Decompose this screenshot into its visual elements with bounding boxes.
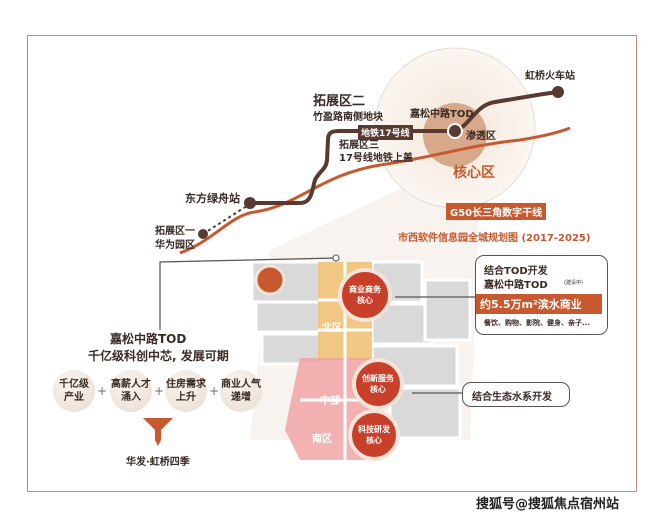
callout-detail: 餐饮、购物、影院、健身、亲子... xyxy=(484,319,590,327)
middle-label: 中部 xyxy=(320,396,340,407)
metro-line-17 xyxy=(250,90,559,205)
frame xyxy=(27,35,637,492)
g50-line xyxy=(179,126,571,255)
expansion3-sub: 17号线地铁上盖 xyxy=(339,153,413,164)
south-label: 南区 xyxy=(312,434,332,445)
eco-text: 结合生态水系开发 xyxy=(472,392,552,403)
result-label: 华发·虹桥四季 xyxy=(126,457,190,468)
penetration-label: 渗透区 xyxy=(466,131,496,142)
g50-label: G50长三角数字干线 xyxy=(446,203,547,220)
expansion3-title: 拓展区三 xyxy=(339,140,379,151)
core-tech-rd: 科技研发核心 xyxy=(348,409,400,461)
plan-title: 市西软件信息园全城规划图 (2017-2025) xyxy=(398,233,591,244)
left-heading-1: 嘉松中路TOD xyxy=(110,332,187,346)
expansion2-sub: 竹盈路南侧地块 xyxy=(313,112,383,123)
factor-housing: 住房需求上升 xyxy=(165,370,207,412)
station-dot-huawei xyxy=(198,229,208,239)
plus-sign: + xyxy=(154,384,165,398)
plus-sign: + xyxy=(97,384,108,398)
callout-note: (建设中) xyxy=(564,280,583,286)
expansion1-title: 拓展区一 xyxy=(155,226,195,237)
tod-callout: 结合TOD开发 嘉松中路TOD (建设中) 约5.5万m²滨水商业 餐饮、购物、… xyxy=(475,255,608,335)
station-east-label: 东方绿舟站 xyxy=(185,192,240,205)
factor-talent: 高薪人才涌入 xyxy=(110,370,152,412)
hongqiao-label: 虹桥火车站 xyxy=(525,71,575,82)
station-dot-hongqiao xyxy=(552,86,564,98)
north-label: 北区 xyxy=(322,323,342,334)
factor-industry: 千亿级产业 xyxy=(53,370,95,412)
callout-line1: 结合TOD开发 xyxy=(484,266,548,277)
plus-sign: + xyxy=(209,384,220,398)
expansion2-title: 拓展区二 xyxy=(313,94,366,109)
left-heading-2: 千亿级科创中芯, 发展可期 xyxy=(88,349,229,363)
callout-highlight: 约5.5万m²滨水商业 xyxy=(476,294,602,314)
metro-label: 地铁17号线 xyxy=(358,125,413,140)
tod-connector xyxy=(159,257,337,330)
callout-line2: 嘉松中路TOD xyxy=(484,280,548,291)
station-dot-tod xyxy=(447,123,463,139)
funnel-arrow-icon xyxy=(143,418,173,446)
factor-commerce: 商业人气递增 xyxy=(220,370,262,412)
dotted-link xyxy=(202,203,251,235)
station-dot-east xyxy=(244,197,256,209)
watermark: 搜狐号@搜狐焦点宿州站 xyxy=(476,497,620,512)
expansion1-sub: 华为园区 xyxy=(155,240,195,251)
core-business: 商业商务核心 xyxy=(338,268,392,322)
core-zone-label: 核心区 xyxy=(453,165,495,181)
eco-callout: 结合生态水系开发 xyxy=(462,382,570,407)
tod-label: 嘉松中路TOD xyxy=(410,109,474,120)
core-innovation: 创新服务核心 xyxy=(352,358,404,410)
project-logo xyxy=(254,264,286,296)
